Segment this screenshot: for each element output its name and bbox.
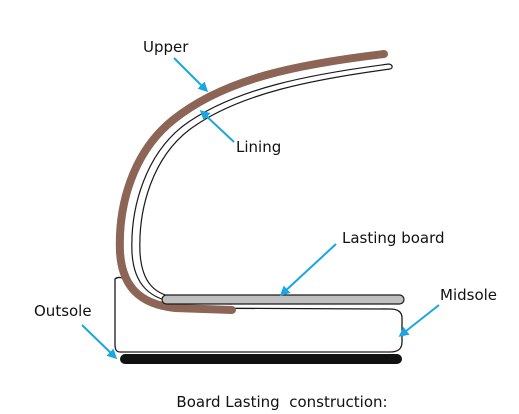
lasting-board-arrow <box>279 243 337 297</box>
lining-tip <box>388 63 393 70</box>
upper-label: Upper <box>143 38 189 56</box>
lining-arrow <box>199 109 235 143</box>
lining-label: Lining <box>236 138 281 156</box>
outsole-shape <box>120 354 402 364</box>
midsole-shape <box>114 276 403 353</box>
upper-arrow <box>173 57 209 93</box>
diagram-caption: Board Lasting construction: <box>176 393 387 411</box>
lining-inner-line <box>139 68 391 299</box>
outsole-arrow <box>81 324 118 360</box>
midsole-arrow <box>398 304 440 337</box>
outsole-label: Outsole <box>34 302 92 320</box>
lining-outer-line <box>131 63 390 305</box>
upper-shape <box>115 50 388 314</box>
lasting-board-shape <box>161 294 405 305</box>
lasting-board-label: Lasting board <box>342 229 445 247</box>
midsole-label: Midsole <box>440 286 497 304</box>
